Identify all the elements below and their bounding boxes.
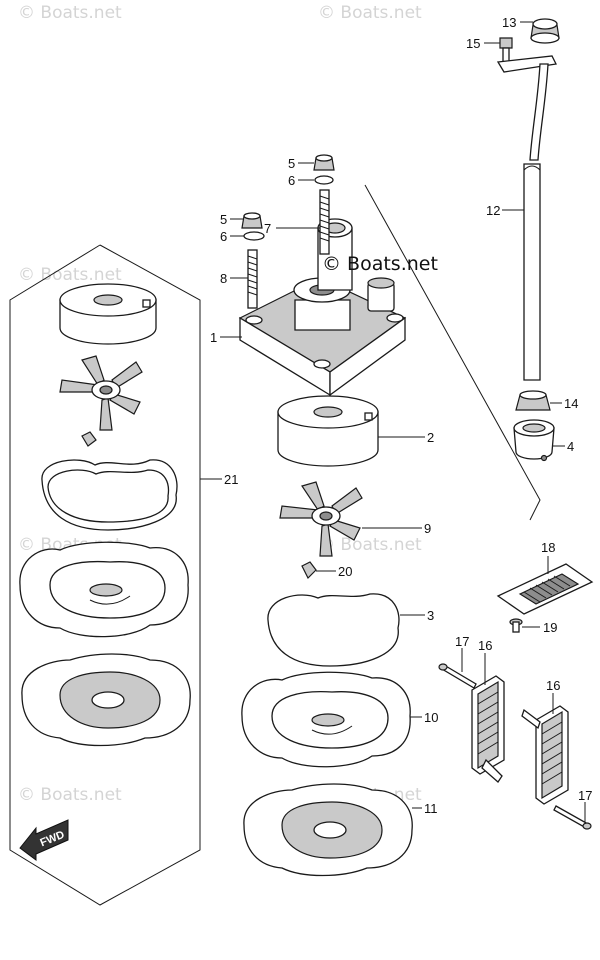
washer-6-lower: [243, 231, 265, 241]
callout-17-upper: 17: [455, 634, 469, 649]
watermark-top-left: © Boats.net: [18, 3, 122, 23]
callout-20: 20: [338, 564, 352, 579]
callout-18: 18: [541, 540, 555, 555]
callout-12: 12: [486, 203, 500, 218]
callout-2: 2: [427, 430, 434, 445]
callout-15: 15: [466, 36, 480, 51]
callout-3: 3: [427, 608, 434, 623]
kit-key: [81, 431, 97, 447]
callout-14: 14: [564, 396, 578, 411]
callout-9: 9: [424, 521, 431, 536]
callout-1: 1: [210, 330, 217, 345]
kit-outline: [9, 244, 201, 906]
callout-6-upper: 6: [288, 173, 295, 188]
callout-19: 19: [543, 620, 557, 635]
callout-17-lower: 17: [578, 788, 592, 803]
watermark-mid-left: © Boats.net: [18, 265, 122, 285]
hose-12: [523, 163, 541, 381]
watermark-main: © Boats.net: [322, 253, 438, 275]
water-screen-16-right: [521, 705, 569, 805]
stud-8: [247, 249, 258, 309]
kit-impeller: [59, 355, 143, 431]
pilot-tube-guide-line: [364, 184, 541, 521]
screw-17-upper: [438, 663, 477, 689]
washer-6-upper: [314, 175, 334, 185]
callout-5-lower: 5: [220, 212, 227, 227]
o-ring-3: [267, 593, 400, 667]
nut-5-lower: [241, 212, 263, 229]
water-screen-16-left: [471, 675, 505, 783]
screen-18: [496, 563, 594, 615]
kit-impeller-housing: [59, 283, 157, 345]
bracket: [496, 55, 557, 73]
key-20: [301, 561, 317, 580]
water-pump-case: [238, 218, 407, 397]
stud-7: [319, 189, 330, 255]
kit-gasket-upper: [19, 541, 189, 638]
impeller: [279, 481, 363, 557]
callout-7: 7: [264, 221, 271, 236]
kit-gasket-lower: [21, 653, 191, 747]
callout-10: 10: [424, 710, 438, 725]
watermark-lower-right: © Boats.net: [318, 535, 422, 555]
screw-17-lower: [553, 805, 592, 830]
callout-5-upper: 5: [288, 156, 295, 171]
callout-8: 8: [220, 271, 227, 286]
callout-11: 11: [424, 801, 438, 816]
leader-lines: [200, 21, 586, 822]
callout-6-lower: 6: [220, 229, 227, 244]
screw-19: [509, 618, 523, 633]
collar-4: [513, 419, 555, 462]
insert-cartridge: [277, 395, 379, 467]
rubber-seal-13: [530, 18, 560, 44]
watermark-top-right: © Boats.net: [318, 3, 422, 23]
grommet-14: [515, 390, 551, 411]
gasket-10: [241, 671, 411, 768]
watermark-bottom-left: © Boats.net: [18, 785, 122, 805]
callout-16-left: 16: [478, 638, 492, 653]
callout-13: 13: [502, 15, 516, 30]
callout-4: 4: [567, 439, 574, 454]
nut-5-upper: [313, 154, 335, 171]
plate-11: [243, 783, 413, 877]
hose-upper: [529, 63, 549, 161]
callout-21: 21: [224, 472, 238, 487]
fwd-arrow: FWD: [19, 819, 69, 861]
callout-16-right: 16: [546, 678, 560, 693]
